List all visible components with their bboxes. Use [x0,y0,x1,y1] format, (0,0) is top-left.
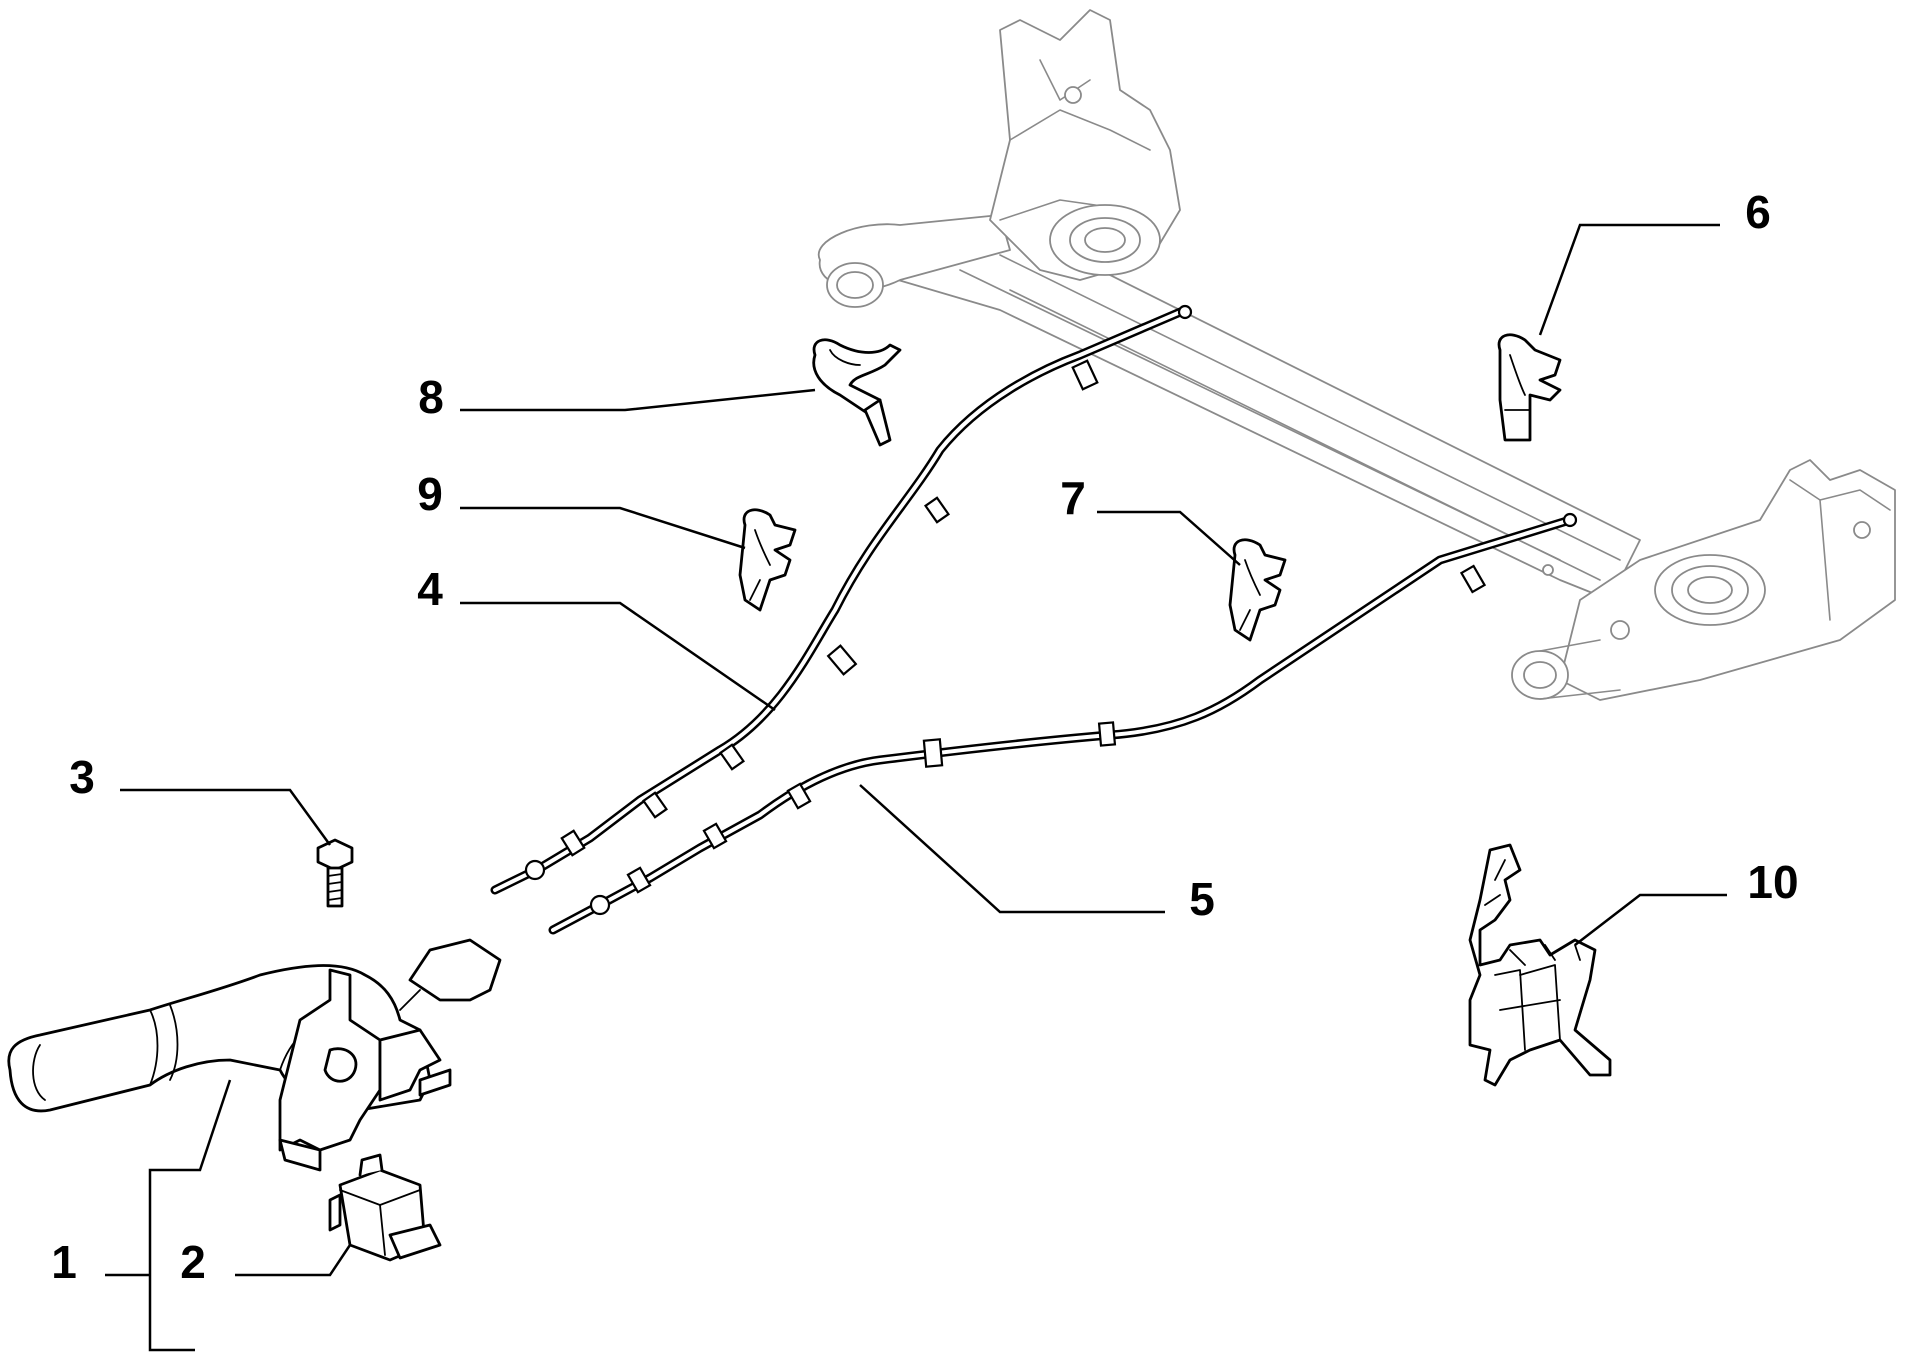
handbrake-switch [328,1153,442,1262]
brake-cable-right [548,512,1578,935]
callout-6: 6 [1745,186,1771,238]
leader-1 [105,1079,232,1352]
callout-5: 5 [1189,873,1215,925]
cable-clip-left [738,508,797,612]
callout-9: 9 [417,468,443,520]
cable-clip-right [1228,538,1287,642]
leader-5 [859,784,1165,914]
callout-10: 10 [1747,856,1798,908]
handbrake-lever [7,938,502,1172]
cable-clip-upper [1497,333,1562,442]
callout-7: 7 [1060,472,1086,524]
brake-cable-left [490,304,1193,895]
bolt [316,838,354,908]
leader-7 [1097,510,1241,566]
leader-8 [460,388,816,412]
leader-3 [120,788,332,846]
cable-clamp [812,338,902,447]
leader-2 [235,1244,352,1277]
leader-9 [460,506,746,550]
leader-lines [105,223,1727,1352]
rear-axle-assembly [817,9,1896,701]
callout-labels: 1 2 3 4 5 6 7 8 9 10 [51,186,1798,1288]
callout-1: 1 [51,1236,77,1288]
callout-2: 2 [180,1236,206,1288]
leader-6 [1538,223,1720,336]
callout-4: 4 [417,563,443,615]
cable-guide-bracket [1468,843,1612,1087]
leader-10 [1574,893,1727,946]
callout-8: 8 [418,371,444,423]
callout-3: 3 [69,751,95,803]
leader-4 [460,601,776,712]
